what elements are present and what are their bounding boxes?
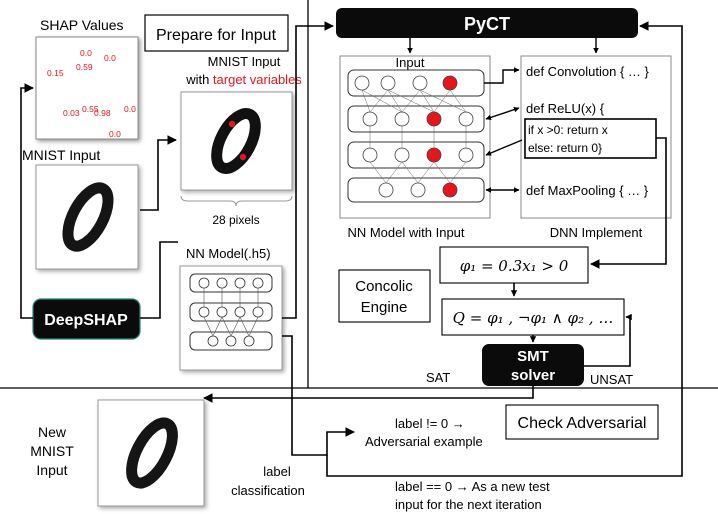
prepare-box	[144, 14, 289, 52]
new-input-line3: Input	[36, 462, 67, 478]
adv-line1: label != 0 →	[395, 416, 465, 431]
smt-line1: SMT	[517, 348, 549, 365]
label-line1: label	[263, 464, 291, 479]
pixels-label: 28 pixels	[212, 213, 259, 227]
nn-model-with-input: Input	[339, 55, 491, 219]
arrow-model-to-check	[282, 335, 355, 456]
check-adversarial-label: Check Adversarial	[518, 415, 647, 432]
arrow-sat-to-new-input	[203, 386, 534, 403]
concolic-line1: Concolic	[355, 278, 413, 295]
mnist-input-label: MNIST Input	[22, 147, 100, 163]
pyct-title: PyCT	[464, 14, 510, 34]
sat-label: SAT	[426, 370, 450, 385]
arrow-relu-to-phi	[590, 137, 667, 269]
shap-value: 0.0	[109, 129, 121, 139]
test-line1: label == 0 → As a new test	[395, 479, 550, 494]
shap-value: 0.55	[82, 104, 99, 114]
left-arrows	[20, 21, 334, 319]
prepare-label: Prepare for Input	[156, 27, 277, 44]
new-input-line2: MNIST	[30, 443, 74, 459]
code-convolution: def Convolution { … }	[526, 64, 650, 79]
q-box	[441, 298, 625, 336]
mnist-target-line2: with target variables	[185, 72, 302, 87]
dnn-implement-panel: def Convolution { … } def ReLU(x) { if x…	[520, 55, 672, 219]
new-mnist-image	[97, 399, 205, 507]
test-line2: input for the next iteration	[395, 497, 542, 512]
shap-value: 0.0	[80, 48, 92, 58]
concolic-box	[338, 269, 431, 323]
mnist-target-line1: MNIST Input	[208, 54, 281, 69]
nn-model-small	[179, 265, 283, 371]
arrow-unsat	[584, 313, 632, 367]
pyct-header	[336, 8, 638, 38]
shap-value: 0.0	[124, 104, 136, 114]
shap-value: 0.0	[104, 53, 116, 63]
concolic-line2: Engine	[361, 299, 408, 316]
shap-values-panel: SHAP Values 0.0 0.0 0.59 0.15 0.55 0.03 …	[35, 17, 139, 140]
mnist-target-image	[180, 91, 293, 191]
target-variable-dot	[239, 153, 247, 161]
adv-line2: Adversarial example	[365, 434, 483, 449]
phi-formula: φ₁ = 0.3x₁ > 0	[460, 257, 569, 275]
nn-dnn-connectors	[484, 67, 523, 193]
nn-caption: NN Model with Input	[347, 225, 464, 240]
deepshap-box	[32, 298, 141, 340]
arrow-feedback-to-pyct	[326, 21, 683, 477]
new-input-line1: New	[38, 424, 67, 440]
code-relu-body1: if x >0: return x	[528, 123, 608, 137]
pixels-brace	[180, 195, 293, 207]
shap-value: 0.98	[94, 108, 111, 118]
unsat-label: UNSAT	[590, 372, 633, 387]
code-relu: def ReLU(x) {	[526, 101, 605, 116]
q-formula: Q = φ₁ , ¬φ₁ ∧ φ₂ , …	[453, 309, 614, 327]
phi-box	[439, 246, 589, 284]
shap-value: 0.15	[47, 68, 64, 78]
code-relu-body2: else: return 0}	[528, 141, 602, 155]
smt-box	[482, 344, 584, 386]
code-maxpooling: def MaxPooling { … }	[526, 183, 649, 198]
shap-title: SHAP Values	[40, 17, 124, 33]
shap-value: 0.59	[76, 62, 93, 72]
mnist-input-image	[35, 164, 139, 270]
input-label: Input	[396, 55, 425, 70]
nn-model-label: NN Model(.h5)	[186, 246, 271, 261]
label-line2: classification	[231, 483, 305, 498]
shap-value: 0.03	[63, 108, 80, 118]
dnn-caption: DNN Implement	[550, 225, 643, 240]
smt-line2: solver	[511, 367, 555, 384]
check-adversarial-box	[505, 404, 659, 440]
target-variable-dot	[228, 120, 236, 128]
deepshap-label: DeepSHAP	[44, 312, 128, 329]
